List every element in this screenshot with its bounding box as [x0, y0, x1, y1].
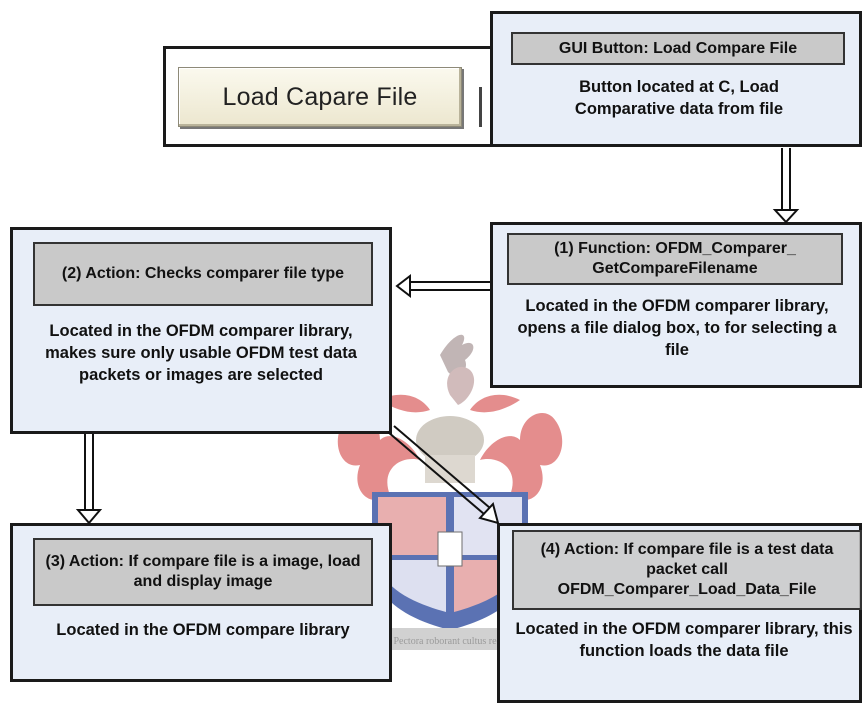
box-function-1-header: (1) Function: OFDM_Comparer_ GetCompareF…	[507, 233, 843, 285]
gui-screenshot-panel: Load Capare File	[163, 46, 495, 147]
box-action-2-header: (2) Action: Checks comparer file type	[33, 242, 373, 306]
arrow-action2-to-action4	[387, 425, 500, 525]
box-action-4-body: Located in the OFDM comparer library, th…	[515, 620, 853, 660]
box-action-3: (3) Action: If compare file is a image, …	[10, 523, 392, 682]
box-gui-button-body: Button located at C, Load Comparative da…	[574, 78, 784, 118]
box-action-2: (2) Action: Checks comparer file type Lo…	[10, 227, 392, 434]
crest-mantling	[337, 394, 563, 501]
arrow-gui-to-function	[772, 148, 800, 224]
crest-plume	[440, 334, 475, 405]
box-action-4-header: (4) Action: If compare file is a test da…	[512, 530, 862, 610]
box-action-4: (4) Action: If compare file is a test da…	[497, 523, 862, 703]
box-action-3-header: (3) Action: If compare file is a image, …	[33, 538, 373, 606]
box-gui-button: GUI Button: Load Compare File Button loc…	[490, 11, 862, 147]
arrow-function-to-action2	[395, 273, 490, 299]
crest-shield	[372, 492, 528, 630]
box-gui-button-header: GUI Button: Load Compare File	[511, 32, 845, 65]
crest-motto: Pectora roborant cultus recti	[393, 636, 506, 647]
box-function-1: (1) Function: OFDM_Comparer_ GetCompareF…	[490, 222, 862, 388]
box-action-2-body: Located in the OFDM comparer library, ma…	[45, 322, 357, 384]
box-action-3-body: Located in the OFDM compare library	[56, 621, 350, 639]
box-function-1-body: Located in the OFDM comparer library, op…	[517, 297, 837, 359]
button-edge-fragment	[479, 87, 482, 127]
arrow-action2-to-action3	[75, 434, 103, 525]
load-compare-file-button[interactable]: Load Capare File	[178, 67, 462, 127]
